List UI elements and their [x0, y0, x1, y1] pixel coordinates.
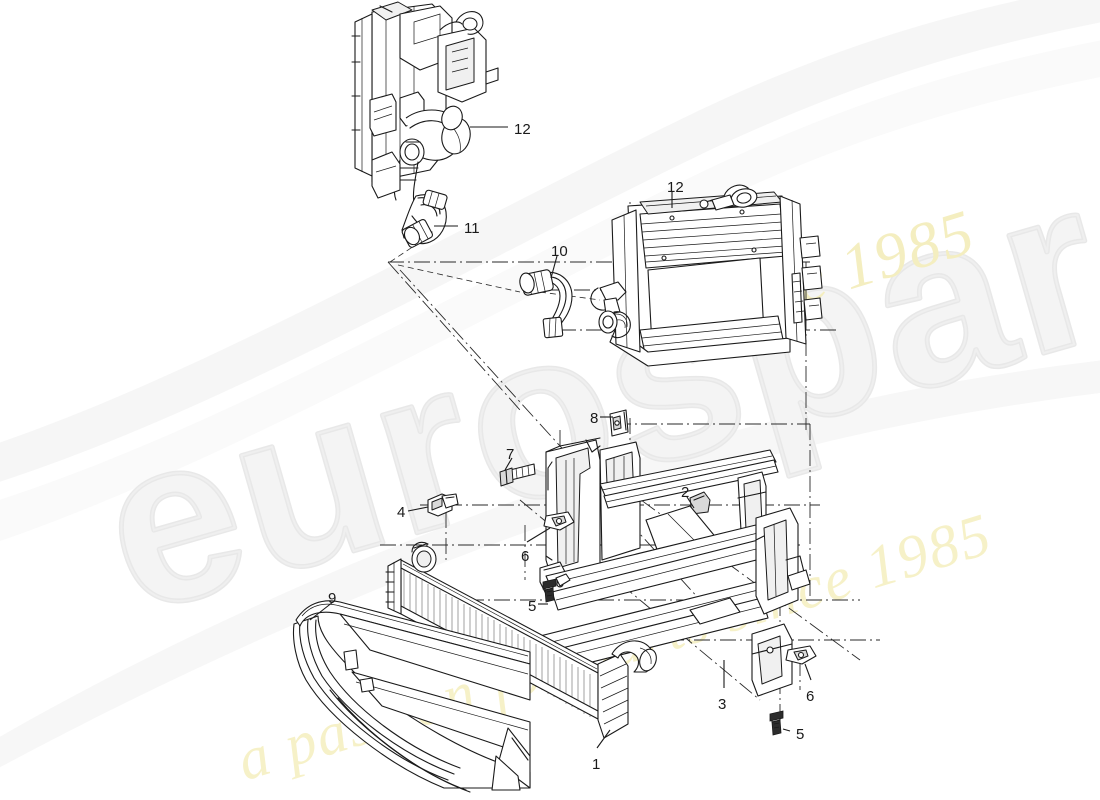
part-2-upper-air-guide-bracket [545, 437, 779, 581]
part-12-cooler-module-top [351, 1, 499, 203]
part-9-front-grille-air-duct [292, 600, 531, 793]
part-1-charge-air-cooler [385, 541, 657, 739]
callout-leader-lines [309, 126, 812, 749]
callout-5-right: 5 [796, 726, 805, 743]
callout-8: 8 [590, 410, 599, 427]
part-6-nut-plate-right [785, 645, 817, 665]
callout-9: 9 [328, 590, 337, 607]
part-8-spring-nut-clip [609, 409, 629, 437]
part-10-coolant-hose-short [519, 269, 573, 339]
part-12-radiator-module-right [590, 184, 823, 367]
part-7-hex-bolt-long [499, 463, 536, 487]
callout-7: 7 [506, 446, 515, 463]
callout-6-right: 6 [806, 688, 815, 705]
callout-12-right: 12 [667, 179, 684, 196]
part-5-bolt-left [542, 578, 557, 603]
callout-5-left: 5 [528, 598, 537, 615]
part-4-retaining-clip [427, 493, 459, 517]
callout-12-top: 12 [514, 121, 531, 138]
part-3-lower-air-guide-crossmember [539, 507, 811, 697]
callout-11: 11 [464, 220, 480, 237]
callout-2: 2 [681, 484, 690, 501]
part-5-bolt-right [769, 710, 784, 736]
callout-4: 4 [397, 504, 406, 521]
part-11-coolant-hose-elbow [401, 189, 448, 248]
callout-1: 1 [592, 756, 601, 773]
callout-6-left: 6 [521, 548, 530, 565]
part-6-nut-plate-left [543, 511, 575, 531]
callout-3: 3 [718, 696, 727, 713]
callout-10: 10 [551, 243, 568, 260]
